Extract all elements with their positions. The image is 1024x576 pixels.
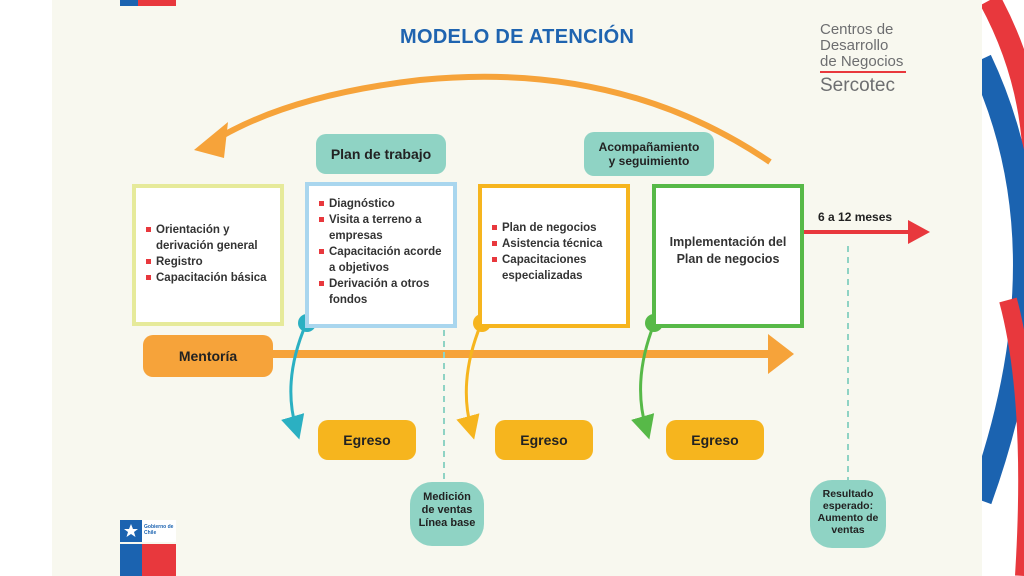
list-item: Visita a terreno a empresas — [319, 212, 447, 244]
list-item: Diagnóstico — [319, 196, 447, 212]
list-item: Derivación a otros fondos — [319, 276, 447, 308]
logo-line-1: Centros de — [820, 21, 894, 38]
logo-line-2: Desarrollo — [820, 37, 889, 54]
egreso-label-3: Egreso — [666, 420, 764, 460]
resultado-label: Resultado esperado: Aumento de ventas — [810, 480, 886, 548]
list-item: Plan de negocios — [492, 220, 620, 236]
duration-arrow-bar — [802, 230, 912, 234]
return-arc-arrow — [213, 73, 772, 165]
main-timeline-bar — [265, 350, 775, 358]
flag-star-block — [120, 520, 142, 542]
acompanamiento-label: Acompañamiento y seguimiento — [584, 132, 714, 176]
list-item: Capacitaciones especializadas — [492, 252, 620, 284]
gobierno-logo: Gobierno de Chile — [120, 520, 176, 576]
list-item: Registro — [146, 254, 272, 270]
stage-box-plan-negocios: Plan de negocios Asistencia técnica Capa… — [478, 184, 630, 328]
list-item: Capacitación acorde a objetivos — [319, 244, 447, 276]
gobierno-text: Gobierno de Chile — [144, 524, 174, 536]
main-timeline-arrowhead — [768, 334, 794, 374]
egreso-label-1: Egreso — [318, 420, 416, 460]
list-item: Capacitación básica — [146, 270, 272, 286]
diagram-title: MODELO DE ATENCIÓN — [400, 26, 635, 48]
list-item: Asistencia técnica — [492, 236, 620, 252]
stage-box-plan-trabajo: Diagnóstico Visita a terreno a empresas … — [305, 182, 457, 328]
duration-label: 6 a 12 meses — [818, 210, 893, 224]
implementacion-text: Implementación del Plan de negocios — [669, 235, 787, 266]
star-icon — [124, 524, 138, 537]
flag-bar-top — [120, 0, 176, 6]
return-arc-arrowhead — [194, 122, 228, 158]
duration-arrowhead — [908, 220, 930, 244]
logo-brand: Sercotec — [820, 75, 895, 96]
egreso-label-2: Egreso — [495, 420, 593, 460]
list-item: Orientación y derivación general — [146, 222, 272, 254]
plan-trabajo-label: Plan de trabajo — [316, 134, 446, 174]
mentoria-label: Mentoría — [143, 335, 273, 377]
logo-line-3: de Negocios — [820, 53, 904, 70]
stage-box-implementacion: Implementación del Plan de negocios — [652, 184, 804, 328]
medicion-label: Medición de ventas Línea base — [410, 482, 484, 546]
decorative-swoosh — [968, 0, 1024, 576]
logo-separator — [820, 71, 906, 73]
stage-box-orientacion: Orientación y derivación general Registr… — [132, 184, 284, 326]
